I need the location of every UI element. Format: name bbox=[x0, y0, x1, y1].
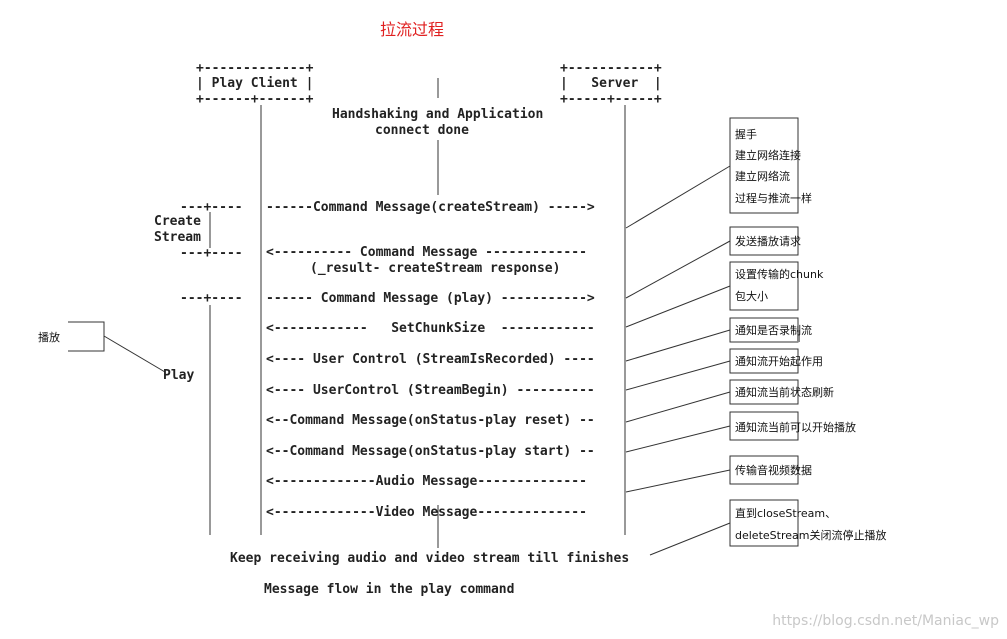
create-dash-bottom: ---+---- bbox=[180, 246, 243, 261]
page-title: 拉流过程 bbox=[380, 20, 445, 39]
left-note-play: 播放 bbox=[38, 331, 60, 344]
message-result: <---------- Command Message ------------… bbox=[266, 245, 587, 260]
message-audio: <-------------Audio Message-------------… bbox=[266, 474, 587, 489]
message-create-stream: ------Command Message(createStream) ----… bbox=[266, 200, 595, 215]
connector-chunk bbox=[625, 285, 731, 328]
note-av: 传输音视频数据 bbox=[735, 464, 812, 477]
note-handshake-4: 过程与推流一样 bbox=[735, 192, 812, 205]
message-result-detail: (_result- createStream response) bbox=[310, 261, 561, 276]
connector-start bbox=[625, 425, 731, 453]
watermark: https://blog.csdn.net/Maniac_wp bbox=[772, 613, 999, 629]
connector-begin bbox=[625, 360, 731, 391]
client-box-bottom: +------+------+ bbox=[196, 92, 314, 107]
note-handshake-1: 握手 bbox=[735, 128, 757, 141]
footer-keep-receiving: Keep receiving audio and video stream ti… bbox=[230, 551, 630, 566]
note-begin: 通知流开始起作用 bbox=[735, 355, 823, 368]
message-video: <-------------Video Message-------------… bbox=[266, 505, 587, 520]
connector-recorded bbox=[625, 329, 731, 362]
note-box-handshake bbox=[729, 117, 799, 214]
message-play-reset: <--Command Message(onStatus-play reset) … bbox=[266, 413, 595, 428]
create-stream-label-1: Create bbox=[154, 214, 201, 229]
create-dash-top: ---+---- bbox=[180, 200, 243, 215]
handshake-line-1: Handshaking and Application bbox=[332, 107, 544, 122]
connector-play-request bbox=[625, 240, 731, 299]
left-note-box bbox=[68, 321, 105, 352]
note-play-request: 发送播放请求 bbox=[735, 235, 801, 248]
note-close-1: 直到closeStream、 bbox=[735, 507, 837, 520]
note-chunk-1: 设置传输的chunk bbox=[735, 268, 824, 281]
create-stream-label-2: Stream bbox=[154, 230, 201, 245]
message-set-chunk-size: <------------ SetChunkSize ------------ bbox=[266, 321, 595, 336]
message-stream-begin: <---- UserControl (StreamBegin) --------… bbox=[266, 383, 595, 398]
server-box-bottom: +-----+-----+ bbox=[560, 92, 662, 107]
connector-close bbox=[649, 522, 731, 556]
connector-handshake bbox=[625, 165, 731, 229]
note-start: 通知流当前可以开始播放 bbox=[735, 421, 856, 434]
footer-caption: Message flow in the play command bbox=[264, 582, 515, 597]
note-recorded: 通知是否录制流 bbox=[735, 324, 812, 337]
server-box-label: | Server | bbox=[560, 76, 662, 91]
play-label: Play bbox=[163, 368, 195, 383]
message-stream-is-recorded: <---- User Control (StreamIsRecorded) --… bbox=[266, 352, 595, 367]
note-reset: 通知流当前状态刷新 bbox=[735, 386, 834, 399]
connector-av bbox=[625, 469, 731, 493]
note-box-shadow bbox=[797, 330, 800, 342]
connector-reset bbox=[625, 391, 731, 423]
client-box-top: +-------------+ bbox=[196, 61, 314, 76]
message-play: ------ Command Message (play) ----------… bbox=[266, 291, 595, 306]
left-note-connector bbox=[103, 335, 166, 373]
note-close-2: deleteStream关闭流停止播放 bbox=[735, 529, 887, 542]
client-box-label: | Play Client | bbox=[196, 76, 314, 91]
note-handshake-2: 建立网络连接 bbox=[735, 149, 801, 162]
server-box-top: +-----------+ bbox=[560, 61, 662, 76]
note-handshake-3: 建立网络流 bbox=[735, 170, 790, 183]
message-play-start: <--Command Message(onStatus-play start) … bbox=[266, 444, 595, 459]
note-chunk-2: 包大小 bbox=[735, 290, 768, 303]
play-dash-top: ---+---- bbox=[180, 291, 243, 306]
handshake-line-2: connect done bbox=[375, 123, 469, 138]
